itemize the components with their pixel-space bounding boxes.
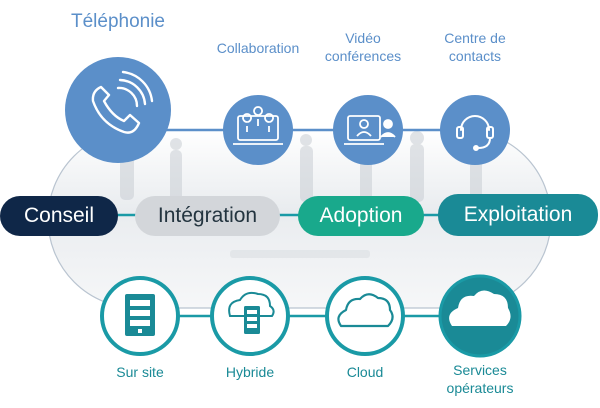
hybride-label: Hybride xyxy=(225,364,275,380)
sur-site-label: Sur site xyxy=(116,364,164,380)
headset-icon xyxy=(456,115,494,151)
phase-conseil: Conseil xyxy=(0,196,118,236)
contacts-label-line1: Centre de xyxy=(444,30,506,46)
server-icon xyxy=(125,294,155,336)
collaboration-label: Collaboration xyxy=(216,40,300,56)
operateurs-label-line1: Services xyxy=(453,362,507,378)
video-label: Vidéo conférences xyxy=(308,30,418,65)
laptop-location-pins-icon xyxy=(233,106,283,145)
phase-exploitation: Exploitation xyxy=(438,194,598,236)
contacts-circle xyxy=(440,95,510,165)
cloud-filled-icon xyxy=(449,290,511,326)
phase-integration: Intégration xyxy=(135,196,280,236)
operateurs-label: Services opérateurs xyxy=(430,362,530,397)
telephonie-circle xyxy=(65,57,171,163)
video-label-line2: conférences xyxy=(324,47,402,64)
telephonie-label: Téléphonie xyxy=(70,11,166,32)
video-conference-icon xyxy=(344,115,396,145)
cloud-outline-icon xyxy=(337,293,394,328)
contacts-label-line2: contacts xyxy=(448,47,502,64)
collaboration-circle xyxy=(223,95,293,165)
phone-ringing-icon xyxy=(91,70,154,134)
contacts-label: Centre de contacts xyxy=(420,30,530,65)
cloud-label: Cloud xyxy=(346,364,384,380)
video-label-line1: Vidéo xyxy=(345,30,381,46)
phase-adoption: Adoption xyxy=(298,196,424,236)
cloud-server-icon xyxy=(228,291,275,334)
cloud-circle xyxy=(325,276,405,356)
operateurs-label-line2: opérateurs xyxy=(446,379,514,396)
video-circle xyxy=(333,95,403,165)
